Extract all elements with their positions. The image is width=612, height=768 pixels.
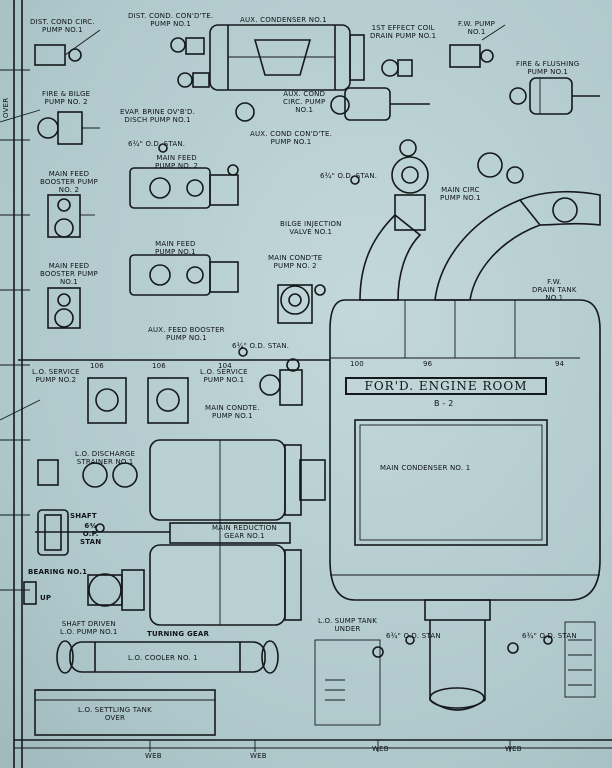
label-stan-4: 6¾" O.D. STAN bbox=[386, 632, 441, 640]
label-first-effect-coil-drain: 1ST EFFECT COIL DRAIN PUMP NO.1 bbox=[370, 24, 437, 40]
label-turning-gear: TURNING GEAR bbox=[147, 630, 210, 638]
label-main-feed-pump-2: MAIN FEED PUMP NO. 2 bbox=[155, 154, 199, 170]
label-frame-96: 96 bbox=[423, 360, 433, 368]
label-web-4: WEB bbox=[505, 745, 522, 753]
label-lo-sump-tank: L.O. SUMP TANK UNDER bbox=[318, 617, 378, 633]
label-up: UP bbox=[40, 594, 52, 602]
main-circ-pump-shape bbox=[359, 139, 601, 301]
main-feed-booster-2-shape bbox=[47, 194, 95, 238]
label-aux-feed-booster-pump: AUX. FEED BOOSTER PUMP NO.1 bbox=[148, 326, 225, 342]
main-condenser-label: MAIN CONDENSER NO. 1 bbox=[380, 464, 471, 472]
label-stan-5: 6¾" O.D. STAN bbox=[522, 632, 577, 640]
label-lo-settling-tank: L.O. SETTLING TANK OVER bbox=[78, 706, 152, 722]
lo-strainer-shaft-shape bbox=[37, 459, 138, 556]
label-fw-drain-tank: F.W. DRAIN TANK NO.1 bbox=[532, 278, 577, 302]
label-stan-shaft: 6¾ O.P. STAN bbox=[80, 522, 102, 546]
label-main-reduction-gear: MAIN REDUCTION GEAR NO.1 bbox=[212, 524, 277, 540]
label-main-feed-pump-1: MAIN FEED PUMP NO.1 bbox=[155, 240, 196, 256]
label-main-condte-pump-1: MAIN CONDTE. PUMP NO.1 bbox=[205, 404, 260, 420]
label-web-2: WEB bbox=[250, 752, 267, 760]
label-fire-flushing-pump: FIRE & FLUSHING PUMP NO.1 bbox=[516, 60, 580, 76]
label-frame-100: 100 bbox=[350, 360, 364, 368]
label-lo-service-pump-1: L.O. SERVICE PUMP NO.1 bbox=[200, 368, 248, 384]
standpipe-marks bbox=[95, 143, 553, 645]
label-fire-bilge-pump: FIRE & BILGE PUMP NO. 2 bbox=[42, 90, 91, 106]
section-label: B - 2 bbox=[434, 399, 454, 408]
sump-ladder-shape bbox=[314, 621, 596, 726]
main-feed-pump-1-shape bbox=[129, 254, 239, 296]
fire-bilge-pump-shape bbox=[37, 111, 100, 145]
lo-cooler-shape bbox=[56, 640, 279, 674]
lo-service-pumps-shape bbox=[87, 358, 303, 424]
aux-cond-circ-pump-shape bbox=[235, 87, 430, 122]
main-feed-pump-2-shape bbox=[129, 164, 239, 209]
label-evap-brine-pump: EVAP. BRINE OV'B'D. DISCH PUMP NO.1 bbox=[120, 108, 195, 124]
label-dist-cond-condte-pump: DIST. COND. CON'D'TE. PUMP NO.1 bbox=[128, 12, 214, 28]
fire-flushing-pump-shape bbox=[509, 77, 600, 115]
label-lo-discharge-strainer: L.O. DISCHARGE STRAINER NO.1 bbox=[75, 450, 136, 466]
label-aux-cond-circ-pump: AUX. COND CIRC. PUMP NO.1 bbox=[283, 90, 326, 114]
label-frame-106a: 106 bbox=[90, 362, 104, 370]
main-condte-pump-2-shape bbox=[277, 284, 326, 324]
label-main-feed-booster-1: MAIN FEED BOOSTER PUMP NO.1 bbox=[40, 262, 98, 286]
label-main-circ-pump: MAIN CIRC PUMP NO.1 bbox=[440, 186, 481, 202]
label-fw-pump: F.W. PUMP NO.1 bbox=[458, 20, 496, 36]
label-dist-cond-circ-pump: DIST. COND CIRC. PUMP NO.1 bbox=[30, 18, 95, 34]
drawing-title: FOR'D. ENGINE ROOM bbox=[345, 377, 547, 395]
main-feed-booster-1-shape bbox=[47, 287, 81, 329]
label-shaft-driven-lo-pump: SHAFT DRIVEN L.O. PUMP NO.1 bbox=[60, 620, 118, 636]
label-aux-cond-condte-pump: AUX. COND CON'D'TE. PUMP NO.1 bbox=[250, 130, 333, 146]
lo-settling-tank-shape bbox=[34, 689, 216, 736]
label-lo-cooler: L.O. COOLER NO. 1 bbox=[128, 654, 198, 662]
main-condenser-shape bbox=[329, 299, 601, 711]
label-frame-104: 104 bbox=[218, 362, 232, 370]
label-web-1: WEB bbox=[145, 752, 162, 760]
shaft-driven-pump-shape bbox=[23, 569, 145, 611]
label-stan-1: 6¾" O.D. STAN. bbox=[128, 140, 186, 148]
label-main-condte-pump-2: MAIN COND'TE PUMP NO. 2 bbox=[268, 254, 323, 270]
label-stan-3: 6¾" O.D. STAN. bbox=[232, 342, 290, 350]
label-bilge-injection-valve: BILGE INJECTION VALVE NO.1 bbox=[280, 220, 342, 236]
drain-pumps-shape bbox=[381, 24, 506, 77]
label-main-feed-booster-2: MAIN FEED BOOSTER PUMP NO. 2 bbox=[40, 170, 98, 194]
main-reduction-gear-shape bbox=[35, 439, 326, 626]
label-over: OVER bbox=[2, 97, 10, 118]
label-aux-condenser: AUX. CONDENSER NO.1 bbox=[240, 16, 327, 24]
label-shaft: SHAFT bbox=[70, 512, 97, 520]
label-stan-2: 6¾" O.D. STAN. bbox=[320, 172, 378, 180]
dist-cond-circ-pump-shape bbox=[34, 29, 101, 66]
label-bearing: BEARING NO.1 bbox=[28, 568, 88, 576]
label-lo-service-pump-2: L.O. SERVICE PUMP NO.2 bbox=[32, 368, 80, 384]
dist-cond-condte-pump-shape bbox=[170, 37, 210, 88]
aux-condenser-shape bbox=[209, 24, 365, 91]
label-frame-94: 94 bbox=[555, 360, 565, 368]
label-frame-106b: 106 bbox=[152, 362, 166, 370]
label-web-3: WEB bbox=[372, 745, 389, 753]
